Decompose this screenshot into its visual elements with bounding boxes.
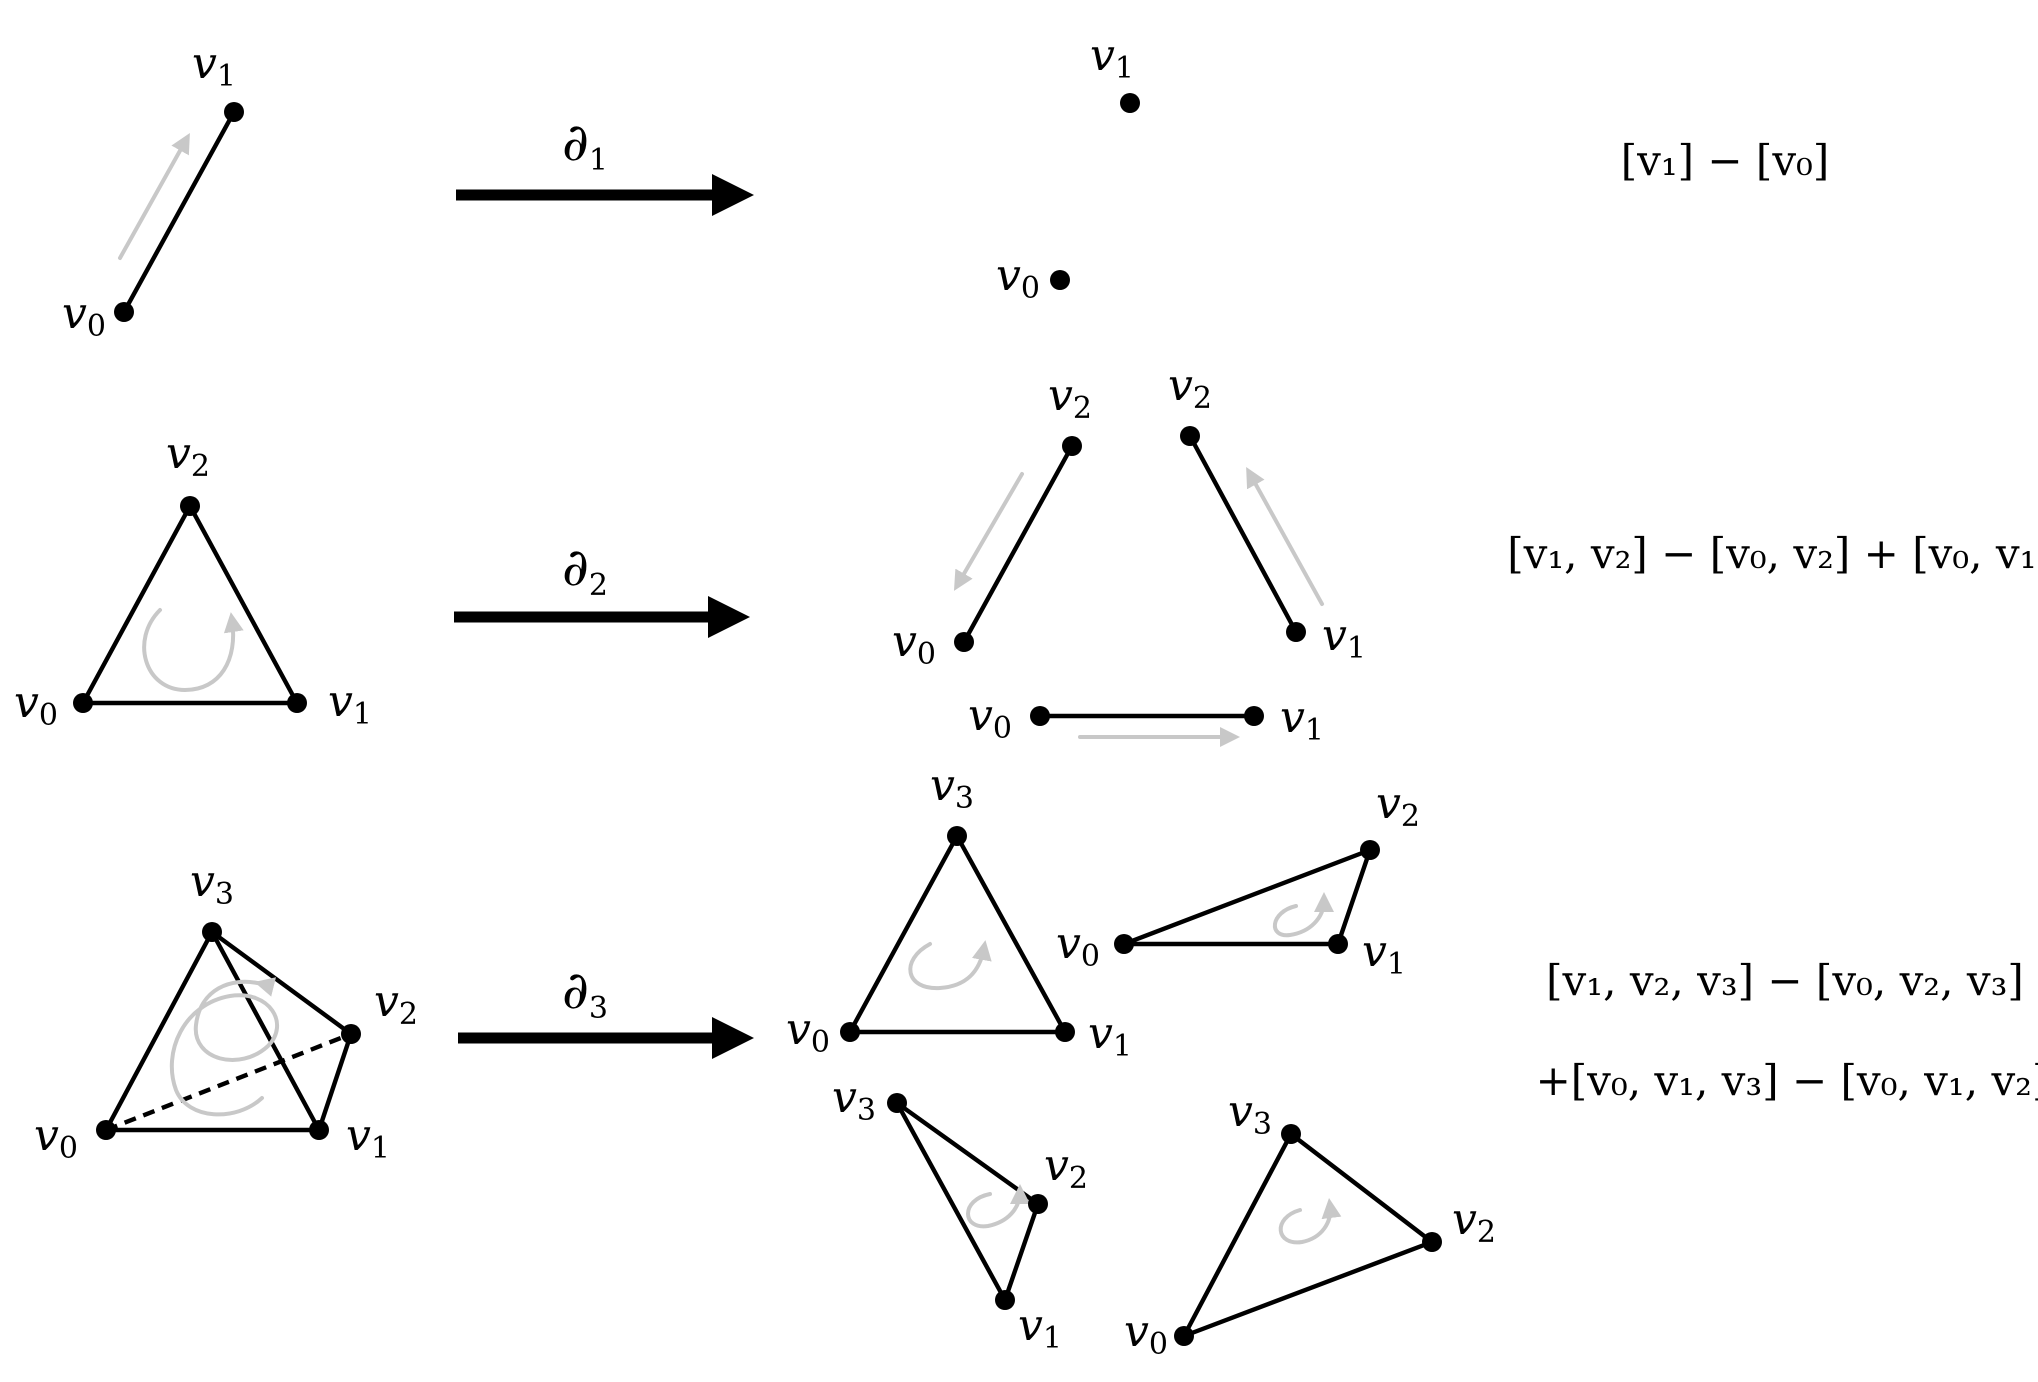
orientation-arrow (966, 1184, 1030, 1229)
vertex-v3 (202, 922, 222, 942)
row1-edge-simplex: v0 v1 (62, 38, 244, 344)
orientation-arrow (118, 133, 190, 260)
vertex-v0 (96, 1120, 116, 1140)
face-v0-v1-v2: v0 v1 v2 (1056, 778, 1420, 982)
row3-formula-line1: [v₁, v₂, v₃] − [v₀, v₂, v₃] (1546, 956, 2024, 1005)
vertex-v1 (1286, 622, 1306, 642)
vertex-v0 (114, 302, 134, 322)
label-v1: v1 (192, 38, 236, 94)
row1-boundary-result: v1 v0 (996, 30, 1140, 306)
edge-v0-v1 (121, 109, 237, 315)
label-v2: v2 (1044, 1140, 1088, 1196)
label-v0: v0 (1124, 1306, 1168, 1362)
vertex-v0 (954, 632, 974, 652)
label-v0: v0 (62, 288, 106, 344)
orientation-arrow (908, 940, 992, 991)
row2-triangle-simplex: v0 v1 v2 (14, 428, 372, 733)
vertex-v2 (341, 1024, 361, 1044)
label-v0: v0 (996, 250, 1040, 306)
label-v2: v2 (1048, 370, 1092, 426)
label-v0: v0 (786, 1004, 830, 1060)
label-v3: v3 (930, 760, 974, 816)
vertex-v2 (1062, 436, 1082, 456)
orientation-arrow (169, 977, 280, 1117)
face-v1-v2-v3: v3 v2 v1 (832, 1072, 1088, 1356)
label-v0: v0 (968, 690, 1012, 746)
vertex-v2 (180, 496, 200, 516)
label-v3: v3 (832, 1072, 876, 1128)
orientation-arrow (1278, 1198, 1342, 1245)
label-v2: v2 (1168, 360, 1212, 416)
row3-formula-line2: +[v₀, v₁, v₃] − [v₀, v₁, v₂] (1536, 1056, 2038, 1105)
map-label-d2: ∂2 (562, 538, 608, 603)
label-v1: v1 (1018, 1300, 1062, 1356)
label-v0: v0 (1056, 918, 1100, 974)
label-v0: v0 (892, 616, 936, 672)
label-v1: v1 (1088, 1008, 1132, 1064)
label-v0: v0 (34, 1110, 78, 1166)
vertex-v0 (1030, 706, 1050, 726)
face-v0-v2-v3: v0 v2 v3 (1124, 1086, 1496, 1362)
row1-boundary-map-arrow: ∂1 (456, 113, 754, 216)
edge-v0-v2 (961, 443, 1075, 645)
label-v1: v1 (1362, 926, 1406, 982)
label-v1: v1 (328, 676, 372, 732)
vertex-v0 (1050, 270, 1070, 290)
label-v2: v2 (1376, 778, 1420, 834)
row3-boundary-result: v0 v1 v3 v0 v1 v2 v3 v2 v1 (786, 760, 1496, 1362)
map-label-d1: ∂1 (562, 113, 608, 178)
row2-boundary-map-arrow: ∂2 (454, 538, 750, 638)
vertex-v0 (73, 693, 93, 713)
row3-tetrahedron-simplex: v0 v1 v2 v3 (34, 856, 418, 1166)
vertex-v1 (309, 1120, 329, 1140)
orientation-arrow (953, 472, 1024, 591)
orientation-arrow (1272, 892, 1334, 938)
label-v1: v1 (346, 1110, 390, 1166)
edge-v1-v2 (1187, 433, 1299, 635)
row3-boundary-map-arrow: ∂3 (458, 961, 754, 1059)
label-v2: v2 (1452, 1194, 1496, 1250)
label-v3: v3 (1228, 1086, 1272, 1142)
vertex-v1 (224, 102, 244, 122)
label-v0: v0 (14, 677, 58, 733)
label-v1: v1 (1322, 610, 1366, 666)
orientation-arrow (1246, 467, 1324, 606)
map-label-d3: ∂3 (562, 961, 608, 1026)
vertex-v1 (1244, 706, 1264, 726)
label-v2: v2 (166, 428, 210, 484)
vertex-v2 (1180, 426, 1200, 446)
orientation-arrow (142, 608, 244, 693)
face-v0-v1-v3: v0 v1 v3 (786, 760, 1132, 1064)
row2-formula: [v₁, v₂] − [v₀, v₂] + [v₀, v₁] (1507, 529, 2038, 578)
row1-formula: [v₁] − [v₀] (1621, 136, 1830, 185)
row2-boundary-result: v2 v0 v2 v1 v0 v1 (892, 360, 1366, 748)
label-v1: v1 (1090, 30, 1134, 86)
vertex-v1 (1120, 93, 1140, 113)
vertex-v1 (287, 693, 307, 713)
label-v1: v1 (1280, 692, 1324, 748)
label-v3: v3 (190, 856, 234, 912)
label-v2: v2 (374, 976, 418, 1032)
